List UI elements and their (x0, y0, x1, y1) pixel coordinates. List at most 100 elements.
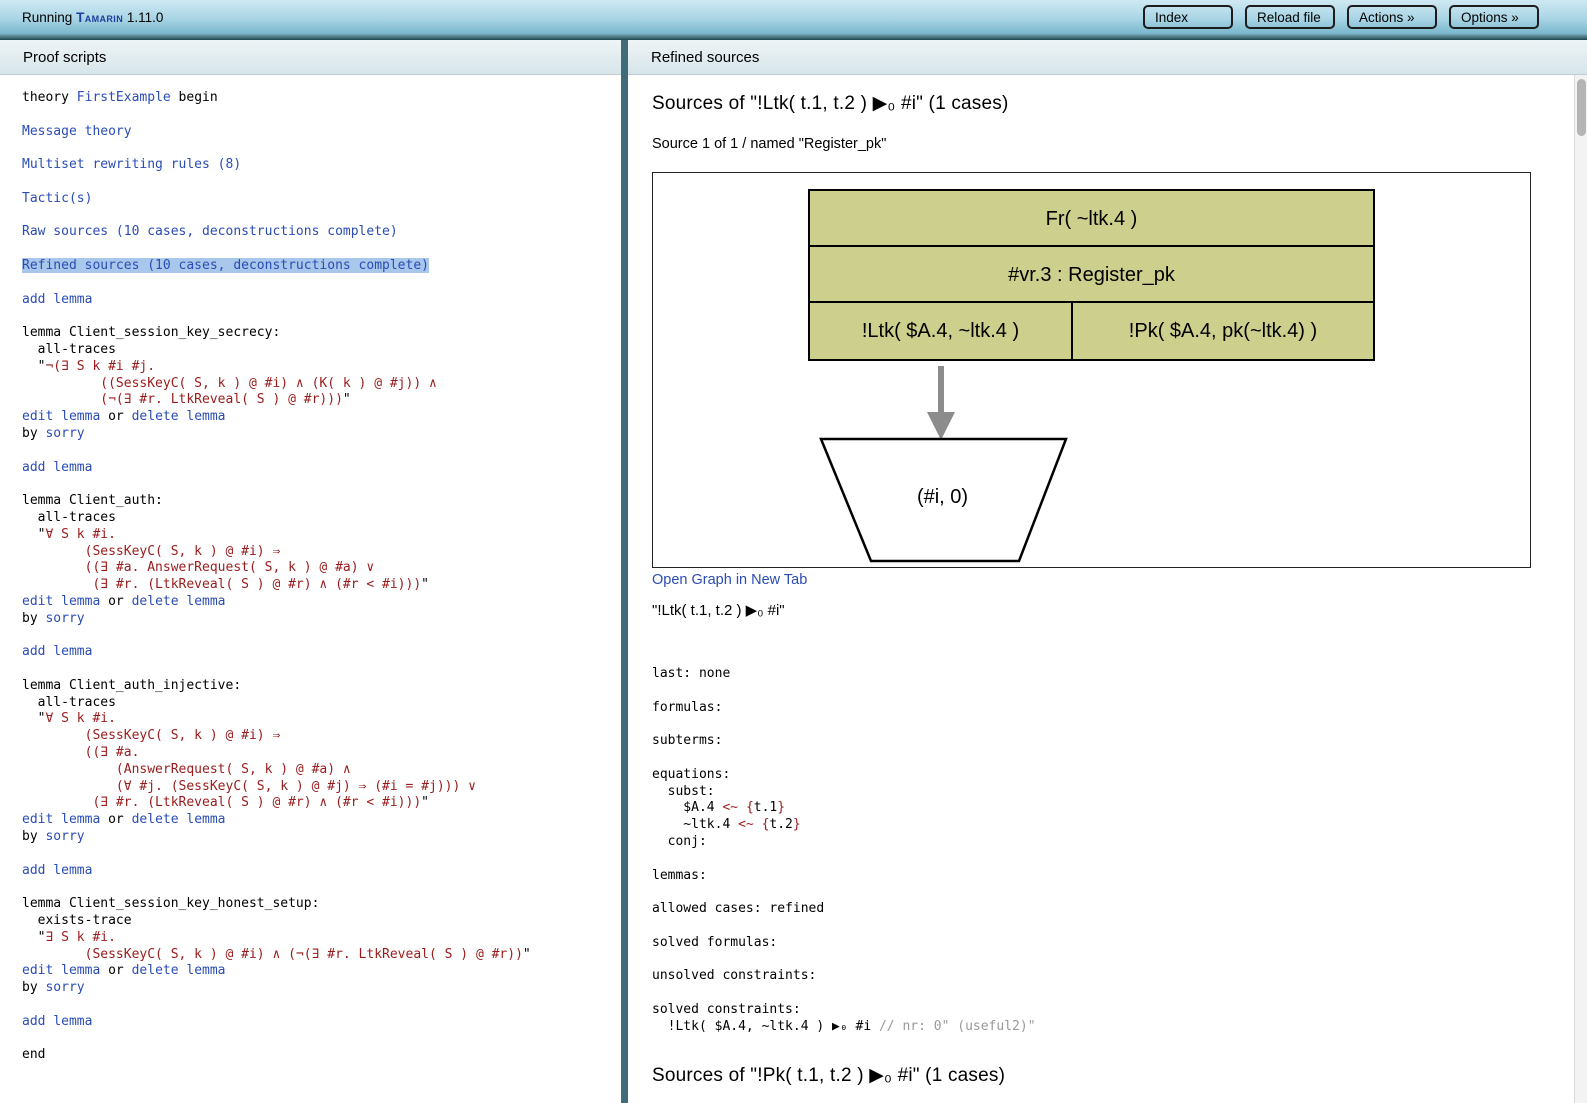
sink-label: (#i, 0) (916, 486, 969, 508)
code-text: or (100, 963, 132, 979)
formula-text: { (761, 817, 770, 833)
code-line: formulas: (652, 700, 1587, 717)
code-text: equations: (652, 766, 731, 782)
app-status: Running Tamarin 1.11.0 (22, 10, 163, 25)
graph-edges (819, 366, 1068, 563)
actions-button[interactable]: Actions » (1347, 5, 1437, 29)
open-graph-link[interactable]: Open Graph in New Tab (652, 572, 808, 588)
link[interactable]: Multiset rewriting rules (8) (22, 157, 242, 173)
code-line (652, 750, 1587, 767)
link[interactable]: add lemma (22, 1013, 93, 1029)
code-line: by sorry (22, 426, 621, 443)
link[interactable]: delete lemma (131, 812, 226, 828)
code-text: subterms: (652, 733, 723, 749)
code-line: edit lemma or delete lemma (22, 409, 621, 426)
sources-heading-2: Sources of "!Pk( t.1, t.2 ) ▶₀ #i" (1 ca… (652, 1064, 1006, 1086)
code-line: Raw sources (10 cases, deconstructions c… (22, 224, 621, 241)
code-text: all-traces (22, 341, 116, 357)
right-panel-title: Refined sources (651, 48, 760, 66)
code-line: Message theory (22, 124, 621, 141)
code-line: add lemma (22, 460, 621, 477)
link[interactable]: Tactic(s) (22, 190, 93, 206)
code-line: (∀ #j. (SessKeyC( S, k ) @ #j) ⇒ (#i = #… (22, 779, 621, 796)
code-line (22, 275, 621, 292)
link[interactable]: add lemma (22, 459, 93, 475)
constraint-system-code: last: none formulas: subterms: equations… (652, 666, 1587, 1036)
index-button[interactable]: Index (1143, 5, 1233, 29)
link[interactable]: Raw sources (10 cases, deconstructions c… (22, 224, 398, 240)
link[interactable]: delete lemma (131, 963, 226, 979)
code-text (738, 800, 746, 815)
version-label: 1.11.0 (126, 9, 164, 25)
link[interactable]: edit lemma (22, 812, 101, 828)
link[interactable]: edit lemma (22, 409, 101, 425)
code-text: begin (170, 90, 218, 105)
link[interactable]: delete lemma (131, 409, 226, 425)
code-line (22, 1031, 621, 1048)
link[interactable]: add lemma (22, 862, 93, 878)
code-line: edit lemma or delete lemma (22, 594, 621, 611)
scrollbar-thumb[interactable] (1577, 79, 1586, 136)
code-line: add lemma (22, 1014, 621, 1031)
link[interactable]: sorry (45, 829, 85, 845)
formula-text: (∃ #r. (LtkReveal( S ) @ #r) ∧ (#r < #i)… (22, 577, 422, 593)
code-text: $A.4 (652, 800, 723, 816)
code-text: lemma Client_session_key_honest_setup: (22, 896, 320, 912)
code-line (22, 308, 621, 325)
link[interactable]: edit lemma (22, 963, 101, 979)
link[interactable]: add lemma (22, 644, 93, 660)
formula-text: ((∃ #a. (22, 745, 140, 761)
formula-text: (SessKeyC( S, k ) @ #i) ⇒ (22, 728, 281, 744)
code-text: all-traces (22, 509, 116, 525)
code-text: lemmas: (652, 867, 707, 883)
proof-scripts-panel: Proof scripts theory FirstExample begin … (0, 40, 621, 1103)
code-line: !Ltk( $A.4, ~ltk.4 ) ▶₀ #i // nr: 0" (us… (652, 1019, 1587, 1036)
link-selected[interactable]: Refined sources (10 cases, deconstructio… (22, 257, 429, 273)
code-line: (SessKeyC( S, k ) @ #i) ⇒ (22, 728, 621, 745)
code-line: (SessKeyC( S, k ) @ #i) ∧ (¬(∃ #r. LtkRe… (22, 947, 621, 964)
reload-file-button[interactable]: Reload file (1245, 5, 1335, 29)
code-line (22, 174, 621, 191)
topbar-buttons: Index Reload file Actions » Options » (1143, 5, 1539, 29)
link[interactable]: sorry (45, 610, 85, 626)
code-text: " (22, 929, 46, 945)
topbar: Running Tamarin 1.11.0 Index Reload file A… (0, 0, 1587, 34)
code-line: ((∃ #a. AnswerRequest( S, k ) @ #a) ∨ (22, 560, 621, 577)
link[interactable]: FirstExample (76, 90, 171, 105)
code-line: (¬(∃ #r. LtkReveal( S ) @ #r)))" (22, 392, 621, 409)
code-text: " (342, 392, 351, 408)
code-line (22, 661, 621, 678)
formula-text: (¬(∃ #r. LtkReveal( S ) @ #r))) (22, 392, 343, 408)
link[interactable]: sorry (45, 425, 85, 441)
rule-conclusion-ltk: !Ltk( $A.4, ~ltk.4 ) (810, 303, 1073, 359)
sources-heading: Sources of "!Ltk( t.1, t.2 ) ▶₀ #i" (1 c… (652, 93, 1009, 114)
panel-divider[interactable] (621, 40, 628, 1103)
code-line: by sorry (22, 611, 621, 628)
code-line: end (22, 1047, 621, 1064)
code-line: exists-trace (22, 913, 621, 930)
link[interactable]: delete lemma (131, 593, 226, 609)
options-button[interactable]: Options » (1449, 5, 1539, 29)
code-text: " (22, 358, 46, 374)
link[interactable]: sorry (45, 980, 85, 996)
link[interactable]: add lemma (22, 291, 93, 307)
left-panel-header: Proof scripts (0, 40, 621, 75)
code-line: edit lemma or delete lemma (22, 812, 621, 829)
refined-sources-panel: Refined sources Sources of "!Ltk( t.1, t… (628, 40, 1587, 1103)
code-line: ((SessKeyC( S, k ) @ #i) ∧ (K( k ) @ #j)… (22, 376, 621, 393)
code-line: by sorry (22, 980, 621, 997)
code-text: " (421, 577, 429, 593)
code-line: unsolved constraints: (652, 968, 1587, 985)
scrollbar[interactable] (1574, 75, 1587, 1103)
link[interactable]: Message theory (22, 123, 132, 139)
code-text: exists-trace (22, 913, 132, 929)
code-text: ~ltk.4 (652, 817, 739, 833)
code-line (22, 107, 621, 124)
code-line: ~ltk.4 <~ {t.2} (652, 817, 1587, 834)
code-line: Tactic(s) (22, 191, 621, 208)
code-line: lemma Client_auth_injective: (22, 678, 621, 695)
code-line (22, 846, 621, 863)
formula-text: ∀ S k #i. (45, 526, 116, 542)
code-line: lemma Client_session_key_honest_setup: (22, 896, 621, 913)
link[interactable]: edit lemma (22, 593, 101, 609)
